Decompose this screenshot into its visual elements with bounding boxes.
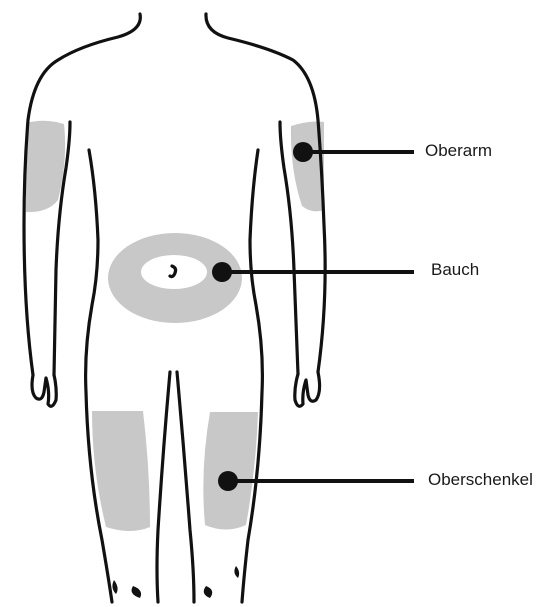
- knee-mark-right-outer: [112, 580, 117, 594]
- left-torso-side: [242, 150, 262, 602]
- upper-arm-marker-dot: [293, 142, 313, 162]
- thigh-marker-dot: [218, 471, 238, 491]
- left-hand: [295, 372, 320, 406]
- inner-leg-right: [157, 372, 170, 602]
- right-torso-side: [86, 150, 112, 602]
- inner-leg-left: [177, 372, 194, 602]
- knee-mark-left-outer: [234, 566, 239, 578]
- upper-arm-zone-right-side: [26, 121, 65, 212]
- right-hand: [32, 375, 56, 406]
- thigh-zone-right: [92, 411, 150, 531]
- thigh-zone-left: [203, 412, 258, 530]
- knee-mark-right-inner: [132, 586, 142, 598]
- abdomen-label: Bauch: [431, 260, 479, 280]
- knee-mark-left-inner: [204, 586, 213, 598]
- abdomen-marker-dot: [212, 262, 232, 282]
- thigh-label: Oberschenkel: [428, 470, 533, 490]
- upper-arm-label: Oberarm: [425, 141, 492, 161]
